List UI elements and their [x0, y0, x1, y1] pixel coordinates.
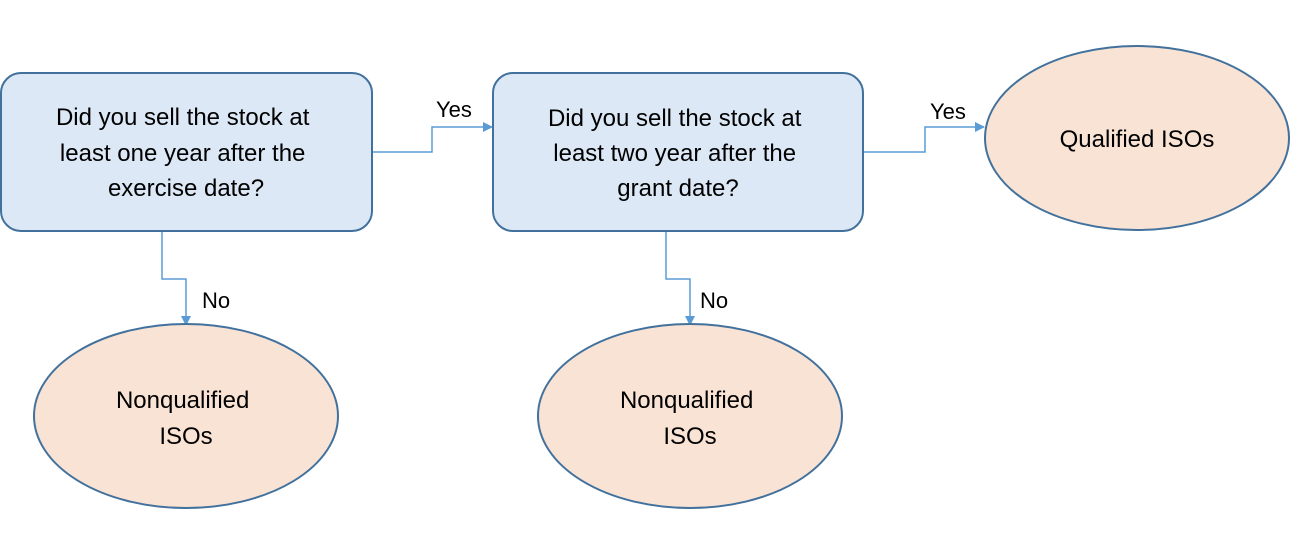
- outcome-shape: [537, 323, 843, 509]
- decision-box-exercise-date: Did you sell the stock at least one year…: [0, 72, 373, 232]
- outcome-nonqualified-isos-2: Nonqualified ISOs: [537, 323, 843, 509]
- outcome-text: Nonqualified ISOs: [620, 387, 760, 450]
- decision-box-shape: [492, 72, 864, 232]
- decision-box-text: Did you sell the stock at least one year…: [56, 104, 316, 202]
- decision-text-line: least one year after the: [60, 140, 305, 167]
- edge-label-d1-yes: Yes: [436, 97, 472, 122]
- outcome-text-line: Nonqualified: [116, 387, 249, 414]
- edge-label-d2-yes: Yes: [930, 99, 966, 124]
- edge-label-d1-no: No: [202, 288, 230, 313]
- decision-text-line: Did you sell the stock at: [56, 104, 310, 131]
- outcome-text: Nonqualified ISOs: [116, 387, 256, 450]
- outcome-shape: [984, 45, 1290, 231]
- decision-text-line: Did you sell the stock at: [548, 105, 802, 132]
- decision-text-line: least two year after the: [553, 140, 796, 167]
- decision-box-shape: [0, 72, 373, 232]
- decision-text-line: grant date?: [617, 175, 738, 202]
- connector-d1-to-d2: [372, 122, 493, 153]
- outcome-nonqualified-isos-1: Nonqualified ISOs: [33, 323, 339, 509]
- decision-box-text: Did you sell the stock at least two year…: [548, 105, 808, 202]
- outcome-text-line: ISOs: [159, 423, 212, 450]
- decision-text-line: exercise date?: [108, 175, 264, 202]
- outcome-text: Qualified ISOs: [1060, 126, 1215, 153]
- connector-d1-to-nonqualified: [161, 231, 191, 326]
- connector-d2-to-nonqualified: [665, 231, 695, 326]
- outcome-text-line: Qualified ISOs: [1060, 126, 1215, 153]
- edge-label-d2-no: No: [700, 288, 728, 313]
- outcome-text-line: ISOs: [663, 423, 716, 450]
- outcome-qualified-isos: Qualified ISOs: [984, 45, 1290, 231]
- outcome-shape: [33, 323, 339, 509]
- outcome-text-line: Nonqualified: [620, 387, 753, 414]
- connector-d2-to-qualified: [863, 122, 985, 153]
- decision-box-grant-date: Did you sell the stock at least two year…: [492, 72, 864, 232]
